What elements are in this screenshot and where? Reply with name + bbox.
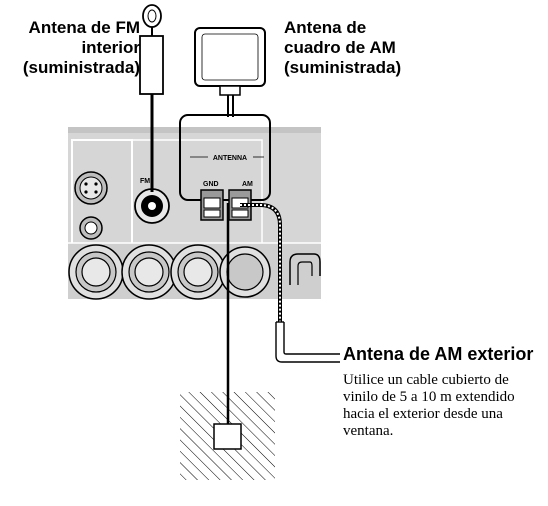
am-loop-antenna: [194, 27, 266, 117]
power-inlet: [289, 253, 321, 285]
am-outdoor-antenna-description: Utilice un cable cubierto de vinilo de 5…: [343, 372, 515, 439]
earth-ground: [180, 392, 275, 480]
fm-indoor-antenna: [139, 4, 164, 192]
fm-antenna-label: Antena de FM interior (suministrada): [4, 18, 140, 78]
am-terminal-label: AM: [242, 181, 253, 188]
antenna-group-label: ANTENNA: [213, 155, 247, 162]
rca-jack: [79, 216, 103, 240]
antenna-group-frame: ANTENNA GND AM: [179, 114, 271, 201]
speaker-terminals: [68, 244, 271, 300]
am-loop-antenna-label: Antena de cuadro de AM (suministrada): [284, 18, 484, 78]
am-loop-label-line3: (suministrada): [284, 58, 402, 77]
fm-jack-label: FM: [140, 178, 150, 185]
fm-antenna-label-line3: (suministrada): [22, 58, 140, 77]
gnd-terminal: [200, 189, 224, 221]
svideo-jack: [74, 171, 108, 205]
am-loop-label-line1: Antena de: [284, 18, 367, 37]
fm-antenna-label-line1: Antena de FM: [28, 18, 140, 37]
gnd-terminal-label: GND: [203, 181, 219, 188]
fm-jack: FM: [134, 178, 170, 224]
fm-antenna-label-line2: interior: [81, 38, 140, 57]
am-outdoor-antenna-title: Antena de AM exterior: [343, 344, 534, 364]
outdoor-am-wire: [240, 203, 340, 363]
am-loop-label-line2: cuadro de AM: [284, 38, 396, 57]
